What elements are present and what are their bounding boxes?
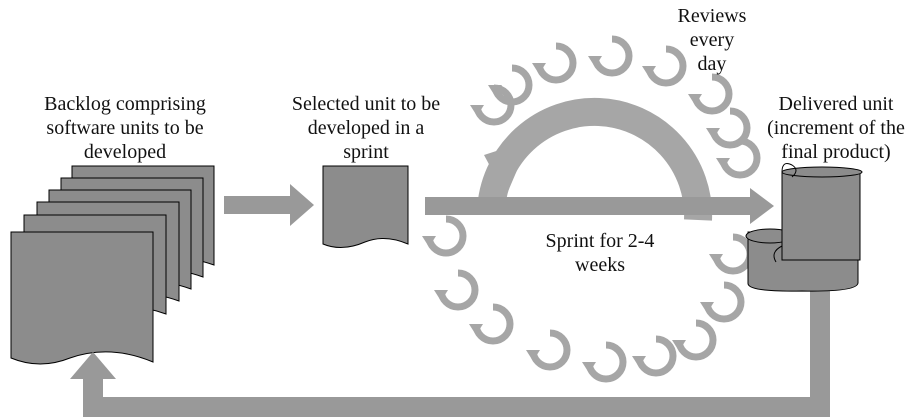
reviews-label: Reviews every day — [677, 5, 747, 75]
feedback-arrow-to-backlog — [70, 282, 830, 417]
arrow-to-selected-unit — [224, 184, 314, 226]
review-cycle-icon — [709, 237, 750, 271]
review-cycle-icon — [688, 77, 729, 111]
review-cycle-icon — [469, 307, 510, 341]
arrow-to-delivered-unit — [425, 188, 774, 224]
review-cycle-icon — [526, 333, 567, 367]
sprint-cycle-arrow-head — [484, 140, 530, 196]
review-cycle-icon — [532, 46, 573, 80]
delivered-unit-scroll-icon — [745, 163, 863, 292]
review-cycle-icon — [434, 273, 475, 307]
review-cycle-icon — [470, 88, 511, 122]
review-cycle-icon — [588, 39, 629, 73]
review-cycle-icon — [700, 285, 741, 319]
review-cycle-icon — [672, 323, 713, 357]
delivered-unit-label: Delivered unit (increment of the final p… — [767, 93, 905, 163]
backlog-document-stack-icon — [10, 165, 215, 365]
review-cycle-icon — [422, 219, 463, 253]
review-cycle-icon — [632, 339, 673, 373]
sprint-label: Sprint for 2-4 weeks — [545, 230, 655, 276]
review-cycle-icon — [582, 345, 623, 379]
selected-unit-document-icon — [322, 165, 409, 248]
selected-unit-label: Selected unit to be developed in a sprin… — [291, 93, 441, 163]
backlog-label: Backlog comprising software units to be … — [44, 93, 206, 163]
